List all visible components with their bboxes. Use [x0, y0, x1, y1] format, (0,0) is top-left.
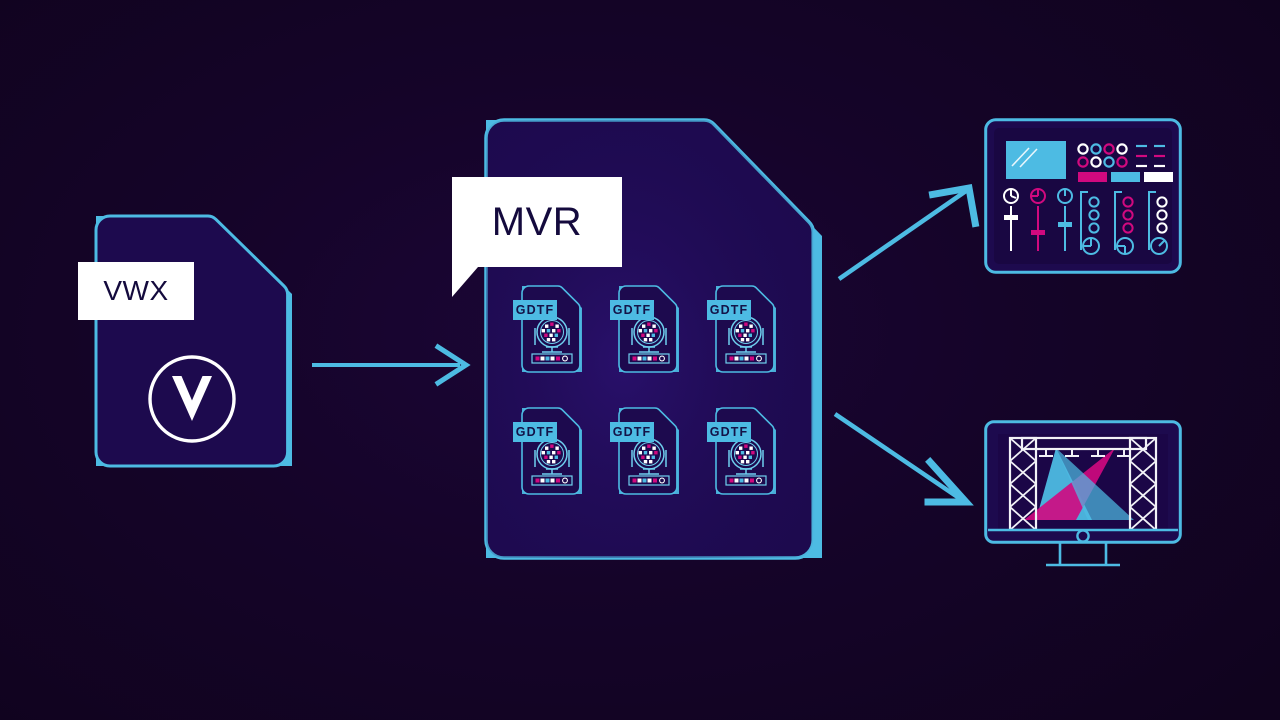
vwx-label-text: VWX — [103, 275, 169, 306]
console-colour-bars — [1078, 172, 1173, 182]
gdtf-label-chip: GDTF — [513, 300, 557, 320]
gdtf-file-icon — [521, 407, 582, 495]
vwx-file-icon — [94, 214, 292, 468]
gdtf-card[interactable]: GDTF — [513, 282, 588, 378]
vwx-label-chip: VWX — [78, 262, 194, 320]
gdtf-grid: GDTF — [513, 282, 806, 502]
moving-head-fixture-icon — [628, 316, 670, 364]
mvr-label-tail — [452, 267, 478, 297]
lighting-console-icon — [984, 118, 1182, 274]
mvr-label-chip: MVR — [452, 177, 622, 297]
visualizer-monitor[interactable] — [984, 420, 1182, 570]
gdtf-label-chip: GDTF — [707, 422, 751, 442]
gdtf-file-icon — [715, 285, 776, 373]
arrow-mvr-to-visualizer — [832, 410, 974, 510]
console-faders — [1003, 188, 1073, 251]
gdtf-file-icon — [521, 285, 582, 373]
console-screen-icon — [1006, 141, 1066, 179]
gdtf-file-icon — [715, 407, 776, 495]
console-bracket-columns — [1080, 191, 1168, 255]
arrow-mvr-to-console — [836, 182, 980, 282]
gdtf-card[interactable]: GDTF — [610, 404, 685, 500]
moving-head-fixture-icon — [628, 438, 670, 486]
gdtf-file-icon — [618, 407, 679, 495]
mvr-file-card[interactable]: MVR — [452, 114, 830, 566]
gdtf-card[interactable]: GDTF — [513, 404, 588, 500]
gdtf-card[interactable]: GDTF — [610, 282, 685, 378]
lighting-console[interactable] — [984, 118, 1182, 274]
vectorworks-v-logo-icon — [148, 355, 236, 443]
console-dash-indicators — [1136, 144, 1165, 168]
gdtf-label-chip: GDTF — [707, 300, 751, 320]
monitor-stage-visualizer-icon — [984, 420, 1182, 567]
gdtf-label-chip: GDTF — [610, 300, 654, 320]
gdtf-card[interactable]: GDTF — [707, 404, 782, 500]
console-button-grid — [1077, 143, 1128, 168]
gdtf-label-chip: GDTF — [610, 422, 654, 442]
gdtf-file-icon — [618, 285, 679, 373]
moving-head-fixture-icon — [531, 438, 573, 486]
gdtf-label-chip: GDTF — [513, 422, 557, 442]
mvr-label-text: MVR — [491, 199, 583, 244]
arrow-vwx-to-mvr — [310, 343, 474, 387]
vwx-file-card[interactable]: VWX — [78, 208, 304, 478]
moving-head-fixture-icon — [725, 438, 767, 486]
gdtf-card[interactable]: GDTF — [707, 282, 782, 378]
